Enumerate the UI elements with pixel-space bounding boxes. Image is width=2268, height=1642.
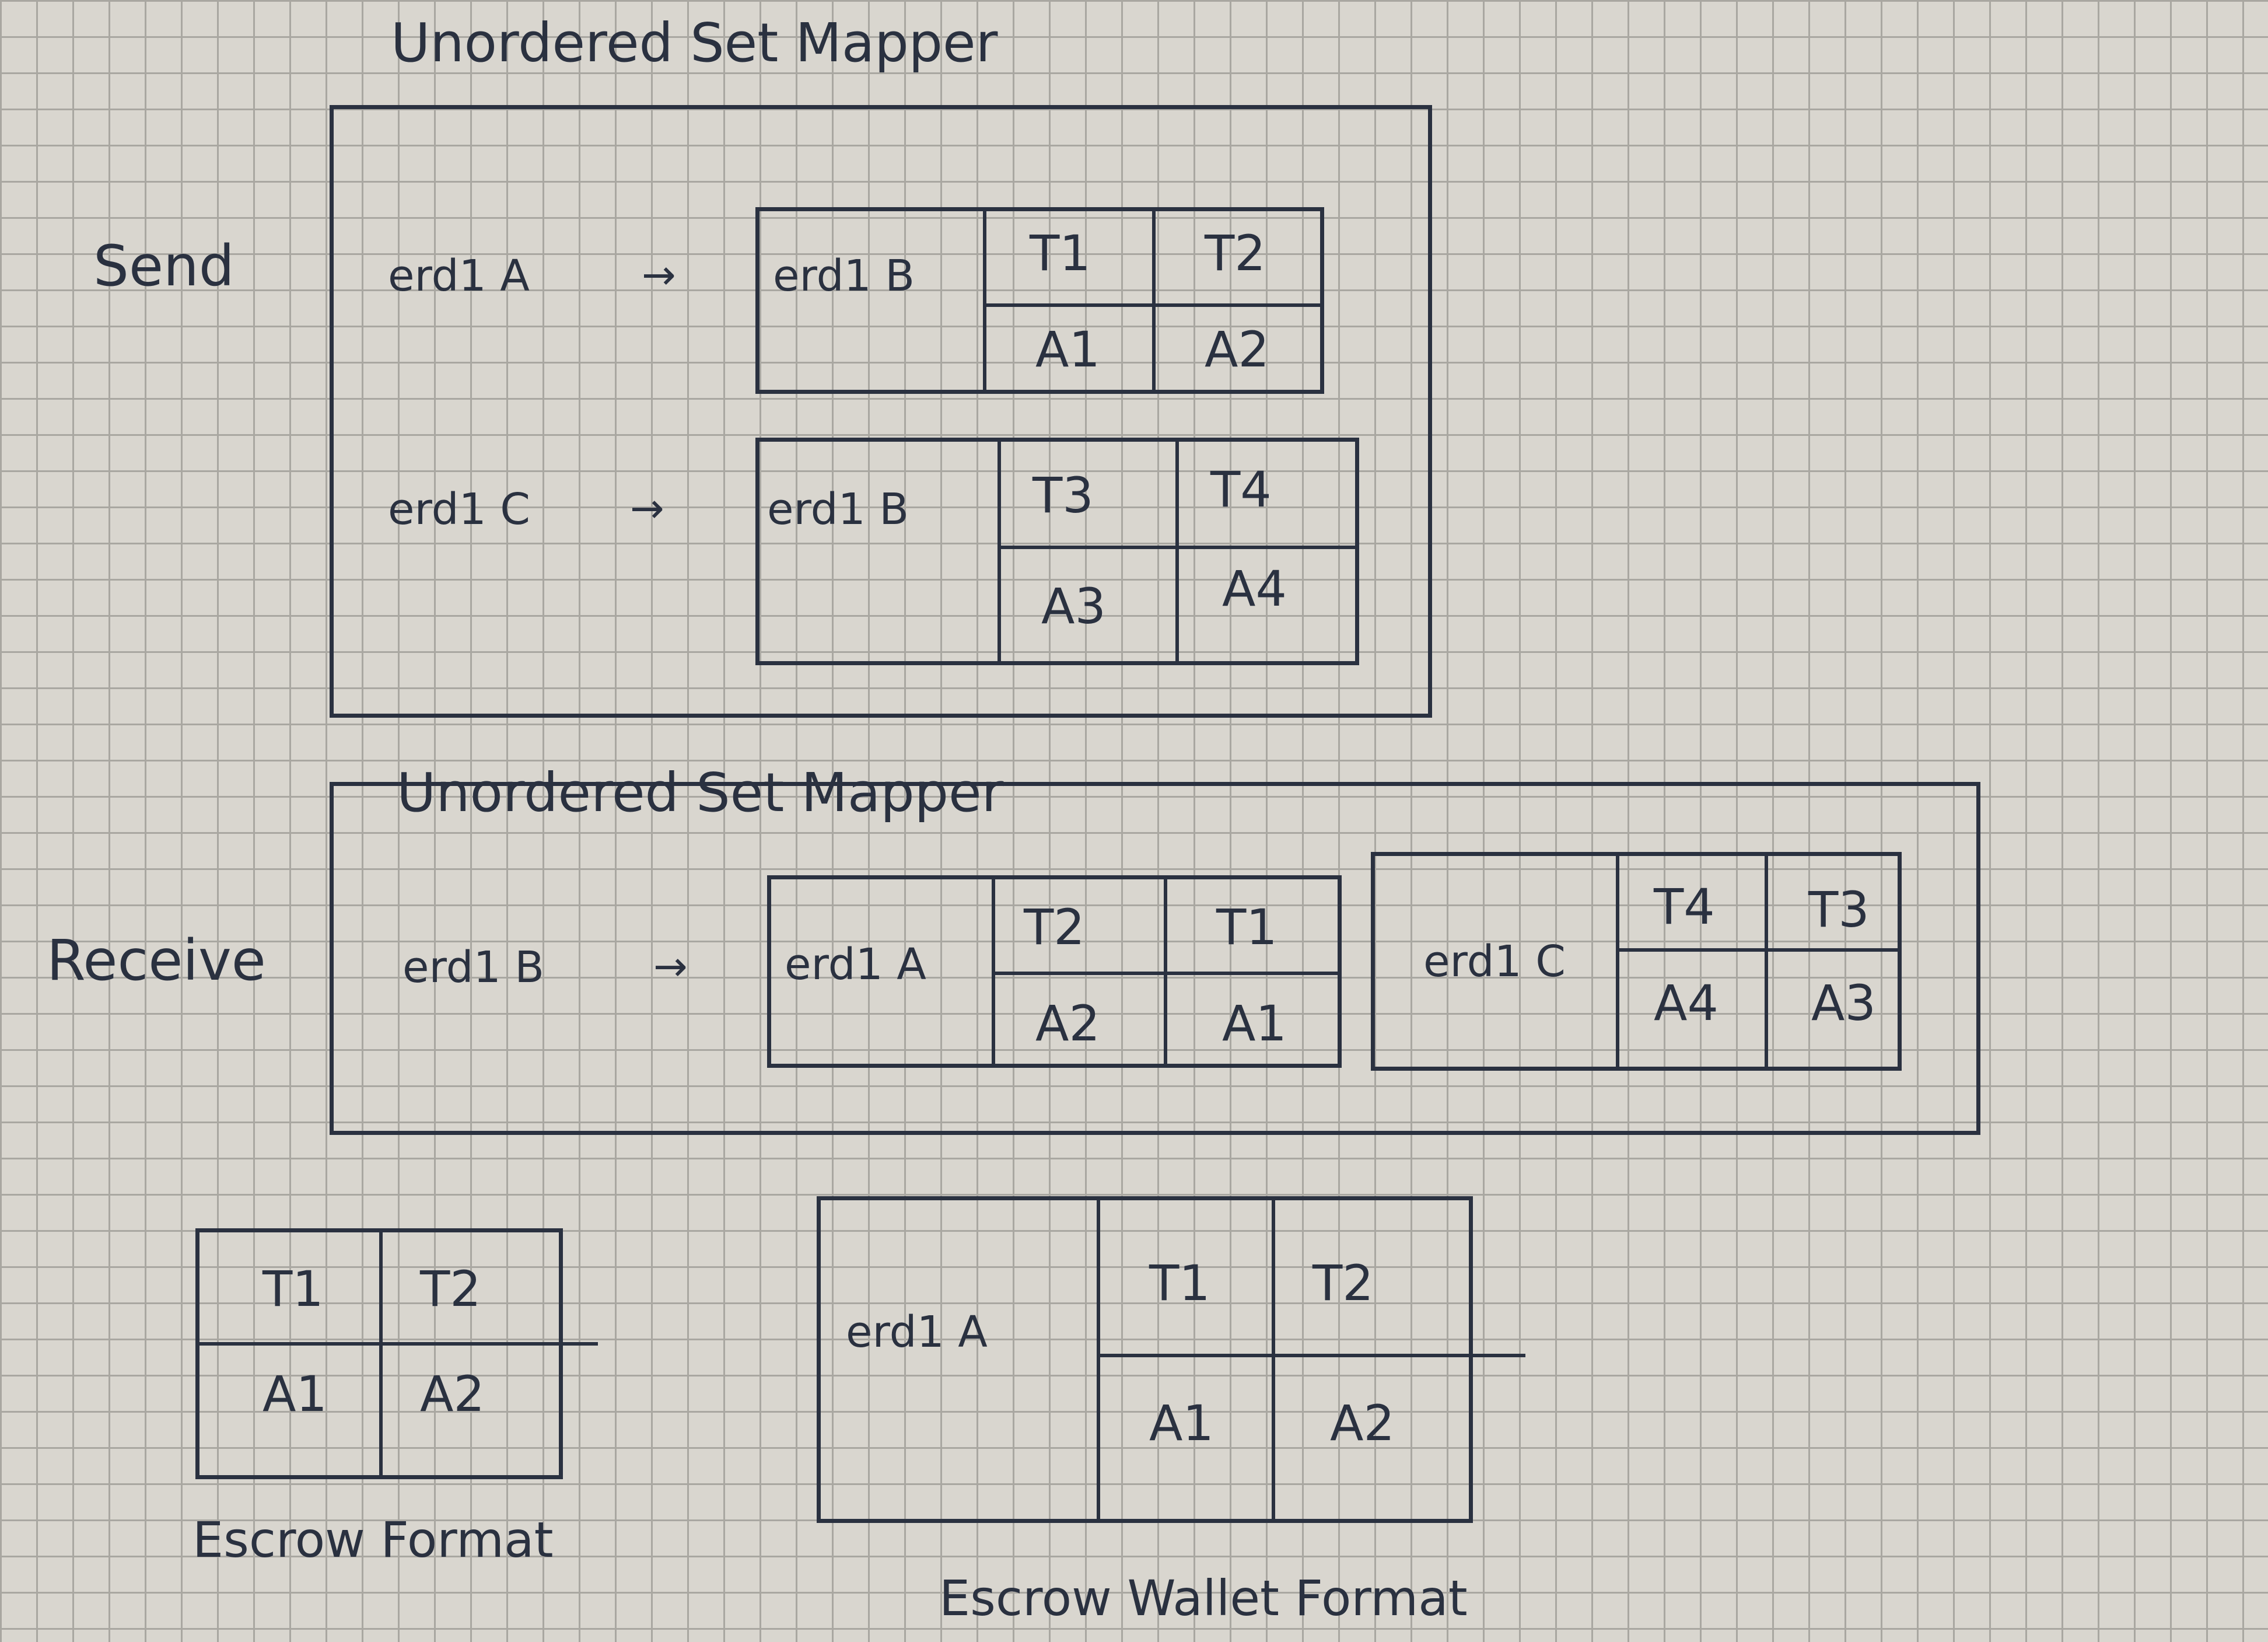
send-row1-divider2 xyxy=(1152,207,1156,394)
escrow-wallet-vdivider2 xyxy=(1272,1196,1275,1523)
send-row1-key: erd1 A xyxy=(388,251,530,301)
escrow-wallet-owner: erd1 A xyxy=(846,1307,988,1357)
send-row1-a2: A2 xyxy=(1205,321,1269,378)
receive-entry-c-a1: A4 xyxy=(1654,974,1718,1032)
escrow-t1: T1 xyxy=(262,1260,324,1318)
escrow-wallet-t1: T1 xyxy=(1149,1255,1210,1312)
receive-entry-c-target: erd1 C xyxy=(1423,937,1566,987)
receive-key: erd1 B xyxy=(402,942,544,993)
escrow-wallet-vdivider xyxy=(1097,1196,1100,1523)
send-row1-a1: A1 xyxy=(1035,321,1100,378)
receive-arrow: → xyxy=(653,942,688,990)
receive-entry-c-t2: T3 xyxy=(1808,881,1870,938)
send-row1-hdivider xyxy=(983,303,1324,307)
send-row2-divider xyxy=(998,438,1001,665)
receive-entry-a-hdivider xyxy=(992,972,1342,975)
send-row2-a1: A3 xyxy=(1041,578,1106,635)
receive-entry-a-target: erd1 A xyxy=(785,939,926,990)
send-row2-t1: T3 xyxy=(1032,467,1094,524)
send-row1-arrow: → xyxy=(642,251,676,299)
receive-mapper-box xyxy=(330,782,1980,1135)
send-row2-target: erd1 B xyxy=(767,484,909,534)
escrow-a1: A1 xyxy=(262,1365,327,1423)
receive-entry-c-a2: A3 xyxy=(1811,974,1876,1032)
escrow-wallet-a1: A1 xyxy=(1149,1395,1214,1452)
send-label: Send xyxy=(93,233,235,299)
send-row2-a2: A4 xyxy=(1222,560,1287,617)
receive-entry-a-a2: A1 xyxy=(1222,995,1287,1052)
send-row1-t2: T2 xyxy=(1205,225,1266,282)
escrow-wallet-box xyxy=(817,1196,1473,1523)
escrow-wallet-a2: A2 xyxy=(1330,1395,1395,1452)
send-mapper-box xyxy=(330,105,1432,718)
receive-entry-c xyxy=(1371,852,1902,1071)
send-row1-target: erd1 B xyxy=(773,251,915,301)
send-row2-key: erd1 C xyxy=(388,484,530,534)
receive-entry-a-t2: T1 xyxy=(1216,899,1278,956)
escrow-wallet-t2: T2 xyxy=(1312,1255,1374,1312)
receive-entry-a-t1: T2 xyxy=(1024,899,1085,956)
send-row2-hdivider xyxy=(998,546,1359,549)
receive-entry-a-a1: A2 xyxy=(1035,995,1100,1052)
escrow-vdivider xyxy=(379,1228,383,1479)
escrow-t2: T2 xyxy=(420,1260,481,1318)
send-row2-t2: T4 xyxy=(1210,461,1272,518)
send-row1-entry xyxy=(755,207,1324,394)
receive-title: Unordered Set Mapper xyxy=(397,761,1004,824)
send-row1-divider xyxy=(983,207,986,394)
send-row2-entry xyxy=(755,438,1359,665)
receive-entry-c-t1: T4 xyxy=(1654,878,1715,935)
send-row2-arrow: → xyxy=(630,484,664,532)
escrow-caption: Escrow Format xyxy=(192,1511,554,1568)
receive-entry-c-divider2 xyxy=(1765,852,1768,1071)
receive-entry-c-divider xyxy=(1616,852,1619,1071)
send-title: Unordered Set Mapper xyxy=(391,12,998,74)
escrow-wallet-hdivider xyxy=(1097,1354,1525,1357)
send-row2-divider2 xyxy=(1175,438,1179,665)
escrow-wallet-caption: Escrow Wallet Format xyxy=(939,1570,1468,1627)
escrow-hdivider xyxy=(195,1342,598,1346)
send-row1-t1: T1 xyxy=(1030,225,1091,282)
escrow-a2: A2 xyxy=(420,1365,485,1423)
receive-label: Receive xyxy=(47,928,266,993)
receive-entry-c-hdivider xyxy=(1616,948,1902,952)
